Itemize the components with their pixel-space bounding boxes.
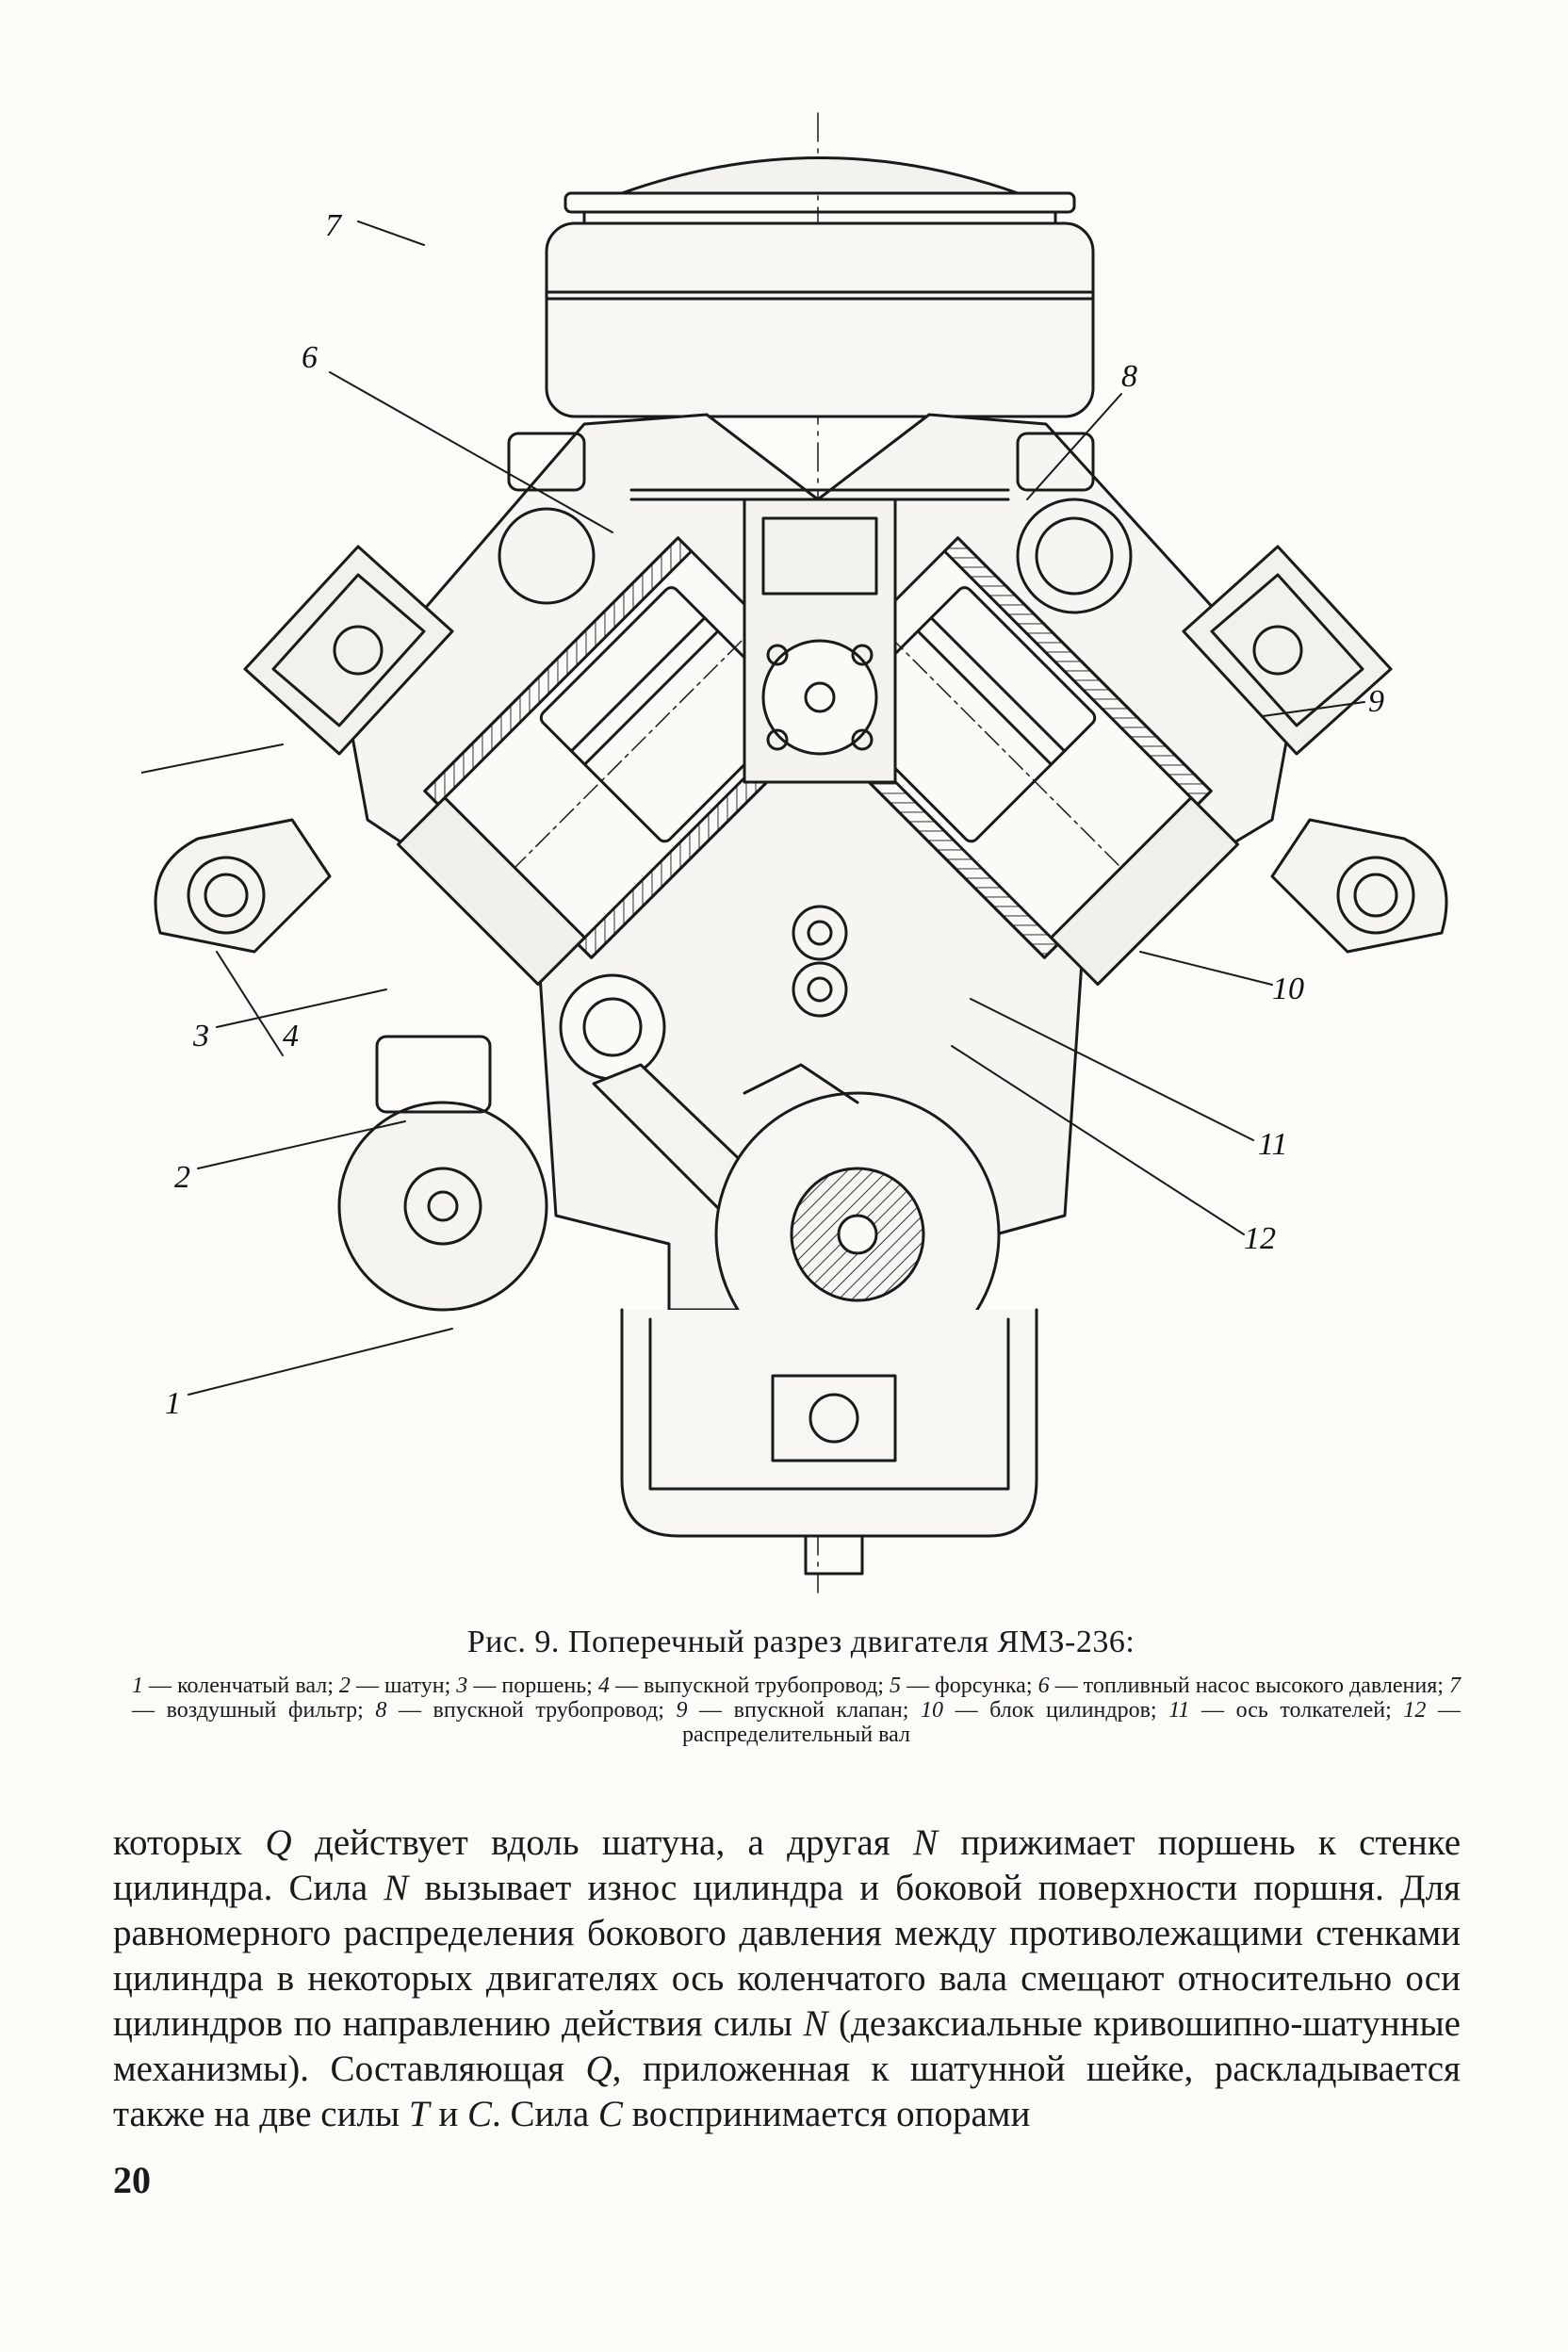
left-cylinder-bank xyxy=(397,536,846,987)
callout-6: 6 xyxy=(302,340,318,375)
right-cylinder-head xyxy=(1182,545,1393,756)
callout-12: 12 xyxy=(1244,1221,1276,1256)
legend-num: 7 xyxy=(1449,1674,1461,1698)
legend-text: — ось толкателей; xyxy=(1189,1698,1404,1723)
legend-num: 1 xyxy=(132,1674,143,1698)
body-text-span: . Сила xyxy=(491,2094,598,2134)
legend-text: — топливный насос высокого давления; xyxy=(1049,1674,1449,1698)
legend-text: — воздушный фильтр; xyxy=(132,1698,376,1723)
force-symbol: C xyxy=(466,2094,492,2134)
legend-num: 12 xyxy=(1403,1698,1427,1723)
force-symbol: T xyxy=(408,2094,430,2134)
legend-text: — распределительный вал xyxy=(682,1698,1462,1747)
body-text-span: которых xyxy=(113,1822,266,1863)
body-text-span: прижимает поршень к стенке цилиндра. Сил… xyxy=(113,1822,1462,1908)
force-symbol: C xyxy=(597,2094,623,2134)
legend-num: 3 xyxy=(456,1674,468,1698)
force-symbol: Q xyxy=(585,2049,612,2089)
oil-pan xyxy=(620,1308,1038,1576)
figure-caption-title: Рис. 9. Поперечный разрез двигателя ЯМЗ-… xyxy=(466,1625,1135,1659)
legend-num: 6 xyxy=(1037,1674,1050,1698)
body-text-span: (дезаксиальные кривошипно-шатунные механ… xyxy=(113,2003,1461,2089)
force-symbol: N xyxy=(803,2003,828,2044)
legend-text: — впускной клапан; xyxy=(687,1698,921,1723)
callout-2: 2 xyxy=(174,1160,190,1195)
legend-text: — поршень; xyxy=(467,1674,598,1698)
force-symbol: N xyxy=(913,1822,939,1863)
callout-leaders xyxy=(141,220,1365,1396)
body-text-span: действует вдоль шатуна, а другая xyxy=(291,1822,913,1863)
legend-text: — впускной трубопровод; xyxy=(386,1698,677,1723)
legend-text: — коленчатый вал; xyxy=(143,1674,339,1698)
body-text-span: и xyxy=(429,2094,467,2134)
force-symbol: Q xyxy=(265,1822,292,1863)
legend-num: 5 xyxy=(890,1674,902,1698)
intake-manifold xyxy=(498,432,1133,614)
left-cylinder-head xyxy=(243,545,454,756)
callout-9: 9 xyxy=(1368,684,1384,719)
engine-drawing: 7 6 8 9 5 4 3 10 11 2 12 1 xyxy=(141,112,1448,1593)
legend-num: 8 xyxy=(375,1698,387,1723)
legend-text: — форсунка; xyxy=(901,1674,1038,1698)
engine-cross-section-figure: 7 6 8 9 5 4 3 10 11 2 12 1 xyxy=(141,104,1461,1611)
air-filter xyxy=(545,156,1095,418)
callout-3: 3 xyxy=(192,1019,209,1054)
crankshaft xyxy=(714,1063,1001,1378)
callout-4: 4 xyxy=(283,1019,299,1054)
left-exhaust-manifold xyxy=(154,818,332,954)
force-symbol: N xyxy=(384,1868,409,1908)
legend-text: — блок цилиндров; xyxy=(943,1698,1169,1723)
figure-legend: 1 — коленчатый вал; 2 — шатун; 3 — порше… xyxy=(132,1674,1461,1747)
body-text-span: воспринимается опорами xyxy=(622,2094,1031,2134)
callout-8: 8 xyxy=(1121,359,1137,394)
callout-7: 7 xyxy=(325,208,343,243)
fuel-injection-pump xyxy=(629,488,1010,784)
legend-text: — выпускной трубопровод; xyxy=(609,1674,890,1698)
legend-num: 11 xyxy=(1168,1698,1190,1723)
body-text-span: , приложенная к шатунной шейке, расклады… xyxy=(113,2049,1461,2134)
right-exhaust-manifold xyxy=(1270,818,1448,954)
legend-num: 10 xyxy=(921,1698,943,1723)
callout-10: 10 xyxy=(1272,972,1304,1006)
right-cylinder-bank xyxy=(790,536,1239,987)
legend-text: — шатун; xyxy=(350,1674,457,1698)
callout-11: 11 xyxy=(1258,1127,1287,1162)
body-paragraph: которых Q действует вдоль шатуна, а друг… xyxy=(113,1821,1461,2137)
body-text-span: вызывает износ цилиндра и боковой поверх… xyxy=(113,1868,1461,2044)
left-accessory xyxy=(337,1035,548,1312)
legend-num: 9 xyxy=(676,1698,688,1723)
legend-num: 2 xyxy=(338,1674,351,1698)
camshaft xyxy=(792,905,848,1018)
callout-1: 1 xyxy=(165,1386,181,1421)
page-number: 20 xyxy=(113,2159,151,2201)
legend-num: 4 xyxy=(597,1674,610,1698)
